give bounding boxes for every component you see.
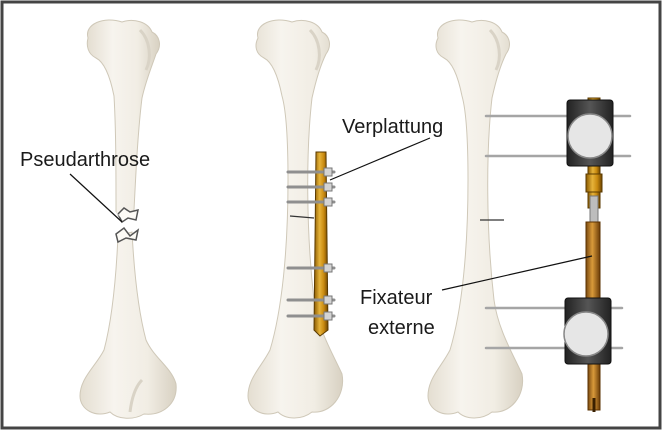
fixator-clamp-upper [567, 100, 613, 166]
label-fixateur-line1: Fixateur [360, 287, 433, 309]
leader-line-pseudarthrose [70, 174, 122, 222]
bone-plate [314, 152, 328, 336]
label-verplattung: Verplattung [342, 116, 443, 138]
bone-shape-lower [80, 232, 176, 418]
bone-shape [248, 20, 343, 418]
femur-fixateur [428, 20, 630, 418]
fracture-fragment [118, 208, 138, 222]
label-fixateur-line2: externe [368, 317, 435, 339]
label-pseudarthrose: Pseudarthrose [20, 149, 150, 171]
leader-line-verplattung [330, 138, 430, 180]
fixator-clamp-lower [564, 298, 611, 364]
femur-verplattung [248, 20, 343, 418]
femur-pseudarthrose [80, 20, 176, 418]
bone-shape [428, 20, 523, 418]
verplattung-annotation: Verplattung [330, 116, 443, 180]
